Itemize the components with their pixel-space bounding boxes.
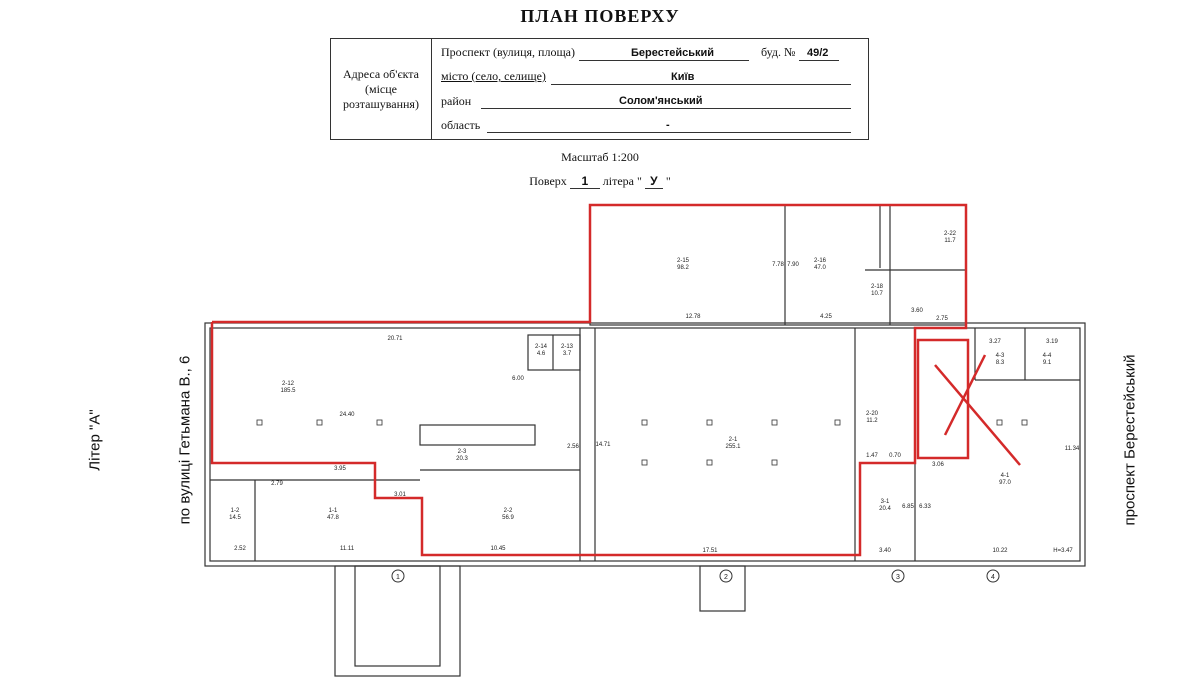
dim-3-40: 3.40 (879, 548, 891, 554)
dim-6-85: 6.85 (902, 504, 914, 510)
letter-close: " (665, 174, 671, 188)
building-label: буд. № (761, 45, 796, 59)
dim-10-22: 10.22 (992, 548, 1008, 554)
address-table: Адреса об'єкта (місце розташування) Прос… (330, 38, 869, 140)
room-2-12-area: 185.5 (280, 388, 296, 394)
dim-12-78: 12.78 (685, 314, 701, 320)
room-2-2-id: 2-2 (504, 508, 513, 514)
room-2-14-id: 2-14 (535, 344, 548, 350)
dim-24-40: 24.40 (339, 412, 355, 418)
district-label: район (441, 94, 472, 108)
floor-label: Поверх (529, 174, 567, 188)
floor-line: Поверх 1 літера " У " (0, 174, 1200, 189)
dim-0-70: 0.70 (889, 453, 901, 459)
dim-1-47: 1.47 (866, 453, 878, 459)
street-label: Проспект (вулиця, площа) (441, 45, 576, 59)
axis-2: 2 (724, 574, 728, 581)
room-2-15-id: 2-15 (677, 258, 690, 264)
room-2-16-area: 47.0 (814, 265, 826, 271)
axis-3: 3 (896, 574, 900, 581)
dim-height: H=3.47 (1053, 548, 1073, 554)
dim-3-06: 3.06 (932, 462, 944, 468)
room-4-1-id: 4-1 (1001, 473, 1010, 479)
city-value: Київ (671, 71, 695, 83)
room-1-1-id: 1-1 (329, 508, 338, 514)
dim-10-45: 10.45 (490, 546, 506, 552)
room-2-13-id: 2-13 (561, 344, 574, 350)
room-2-20-area: 11.2 (866, 418, 878, 424)
dim-3-01: 3.01 (394, 492, 406, 498)
room-2-18-area: 10.7 (871, 291, 883, 297)
room-1-1-area: 47.8 (327, 515, 339, 521)
room-3-1-id: 3-1 (881, 499, 890, 505)
dim-14-71: 14.71 (595, 442, 611, 448)
room-2-2-area: 56.9 (502, 515, 514, 521)
region-label: область (441, 118, 481, 132)
scale-text: Масштаб 1:200 (561, 150, 639, 164)
room-4-4-area: 9.1 (1043, 360, 1052, 366)
dim-11-34: 11.34 (1065, 446, 1080, 452)
dim-4-25: 4.25 (820, 314, 832, 320)
dim-6-00: 6.00 (512, 376, 524, 382)
building-value: 49/2 (807, 47, 829, 59)
axis-4: 4 (991, 574, 995, 581)
room-2-13-area: 3.7 (563, 351, 572, 357)
floor-value: 1 (569, 174, 600, 189)
dim-3-60: 3.60 (911, 308, 923, 314)
room-1-2-id: 1-2 (231, 508, 240, 514)
dim-6-33: 6.33 (919, 504, 931, 510)
room-2-16-id: 2-16 (814, 258, 827, 264)
district-value: Солом'янський (619, 95, 703, 107)
room-4-1-area: 97.0 (999, 480, 1011, 486)
room-3-1-area: 20.4 (879, 506, 891, 512)
dim-7-90: 7.90 (787, 262, 799, 268)
room-2-3-area: 20.3 (456, 456, 468, 462)
street-value: Берестейський (631, 47, 715, 59)
room-2-22-id: 2-22 (944, 231, 957, 237)
dim-3-95: 3.95 (334, 466, 346, 472)
room-2-14-area: 4.6 (537, 351, 546, 357)
dim-11-11: 11.11 (340, 546, 355, 552)
room-2-1-area: 255.1 (725, 444, 741, 450)
dim-3-27: 3.27 (989, 339, 1001, 345)
room-1-2-area: 14.5 (229, 515, 241, 521)
room-2-3-id: 2-3 (458, 449, 467, 455)
dim-20-71: 20.71 (387, 336, 403, 342)
dim-7-78: 7.78 (772, 262, 784, 268)
dim-2-56: 2.56 (567, 444, 579, 450)
room-4-3-area: 8.3 (996, 360, 1005, 366)
room-2-22-area: 11.7 (944, 238, 956, 244)
letter-value: У (644, 174, 663, 189)
dim-2-75: 2.75 (936, 316, 948, 322)
letter-label: літера " (602, 174, 642, 188)
dim-17-51: 17.51 (702, 548, 718, 554)
dim-2-52: 2.52 (234, 546, 246, 552)
room-2-18-id: 2-18 (871, 284, 884, 290)
room-2-12-id: 2-12 (282, 381, 295, 387)
dim-2-79: 2.79 (271, 481, 283, 487)
room-4-3-id: 4-3 (996, 353, 1005, 359)
page-title: ПЛАН ПОВЕРХУ (520, 6, 680, 26)
room-2-1-id: 2-1 (729, 437, 738, 443)
room-4-4-id: 4-4 (1043, 353, 1052, 359)
room-2-20-id: 2-20 (866, 411, 879, 417)
city-label: місто (село, селище) (441, 69, 546, 83)
axis-1: 1 (396, 574, 400, 581)
highlight-outline (210, 203, 1021, 557)
address-label: Адреса об'єкта (місце розташування) (331, 39, 432, 139)
dim-3-19: 3.19 (1046, 339, 1058, 345)
building-outline (204, 322, 1086, 567)
region-value: - (666, 119, 670, 131)
room-2-15-area: 98.2 (677, 265, 689, 271)
